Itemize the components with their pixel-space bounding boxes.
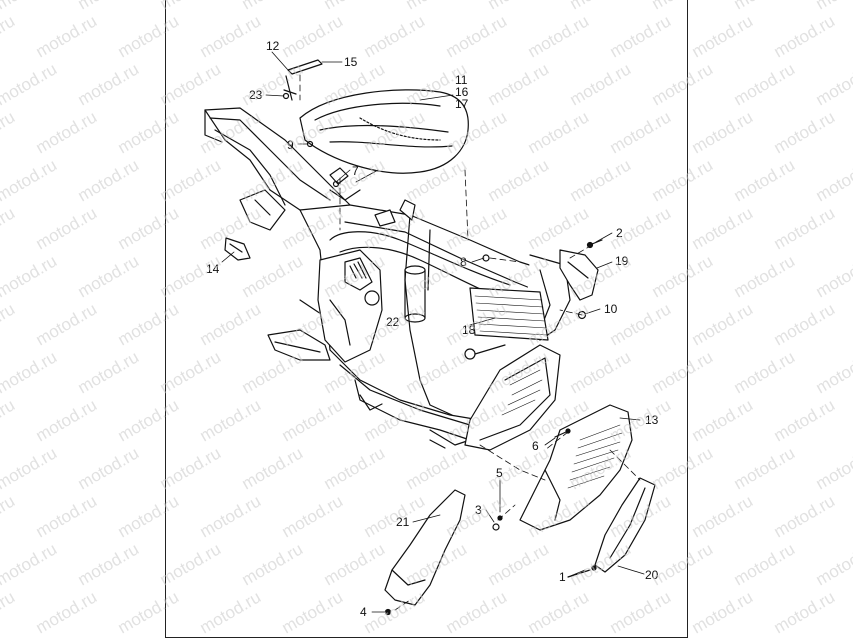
assembly-guide-lines <box>299 74 641 611</box>
callout-13: 13 <box>645 413 659 427</box>
callout-1: 1 <box>559 570 566 584</box>
callout-8: 8 <box>460 255 467 269</box>
callout-9: 9 <box>287 138 294 152</box>
lower-cover-part-21 <box>384 489 466 606</box>
callout-17: 17 <box>455 97 469 111</box>
seat-part <box>299 89 469 174</box>
callout-22: 22 <box>386 315 400 329</box>
callout-14: 14 <box>206 262 220 276</box>
left-side-cover <box>317 249 383 363</box>
callout-23: 23 <box>249 88 263 102</box>
callout-16: 16 <box>455 85 469 99</box>
callout-3: 3 <box>475 503 482 517</box>
callout-7: 7 <box>352 164 359 178</box>
callout-12: 12 <box>266 39 280 53</box>
front-cover-part-13 <box>519 404 633 531</box>
callout-5: 5 <box>496 466 503 480</box>
rear-subframe <box>204 107 361 231</box>
side-panel-part-20 <box>594 477 656 573</box>
callout-6: 6 <box>532 439 539 453</box>
callout-4: 4 <box>360 605 367 619</box>
callout-labels: 1 2 3 4 5 6 7 8 9 10 11 12 13 14 15 16 1… <box>206 39 659 619</box>
radiator-part-18 <box>469 287 549 341</box>
callout-2: 2 <box>616 226 623 240</box>
callout-18: 18 <box>462 323 476 337</box>
bracket-part-15 <box>283 59 323 101</box>
callout-20: 20 <box>645 568 659 582</box>
radiator-shroud-right <box>464 344 561 451</box>
callout-15: 15 <box>344 55 358 69</box>
callout-11: 11 <box>455 73 468 87</box>
callout-21: 21 <box>396 515 410 529</box>
leader-lines <box>221 51 645 613</box>
callout-10: 10 <box>604 302 618 316</box>
cover-part-19 <box>559 249 599 301</box>
callout-19: 19 <box>615 254 629 268</box>
